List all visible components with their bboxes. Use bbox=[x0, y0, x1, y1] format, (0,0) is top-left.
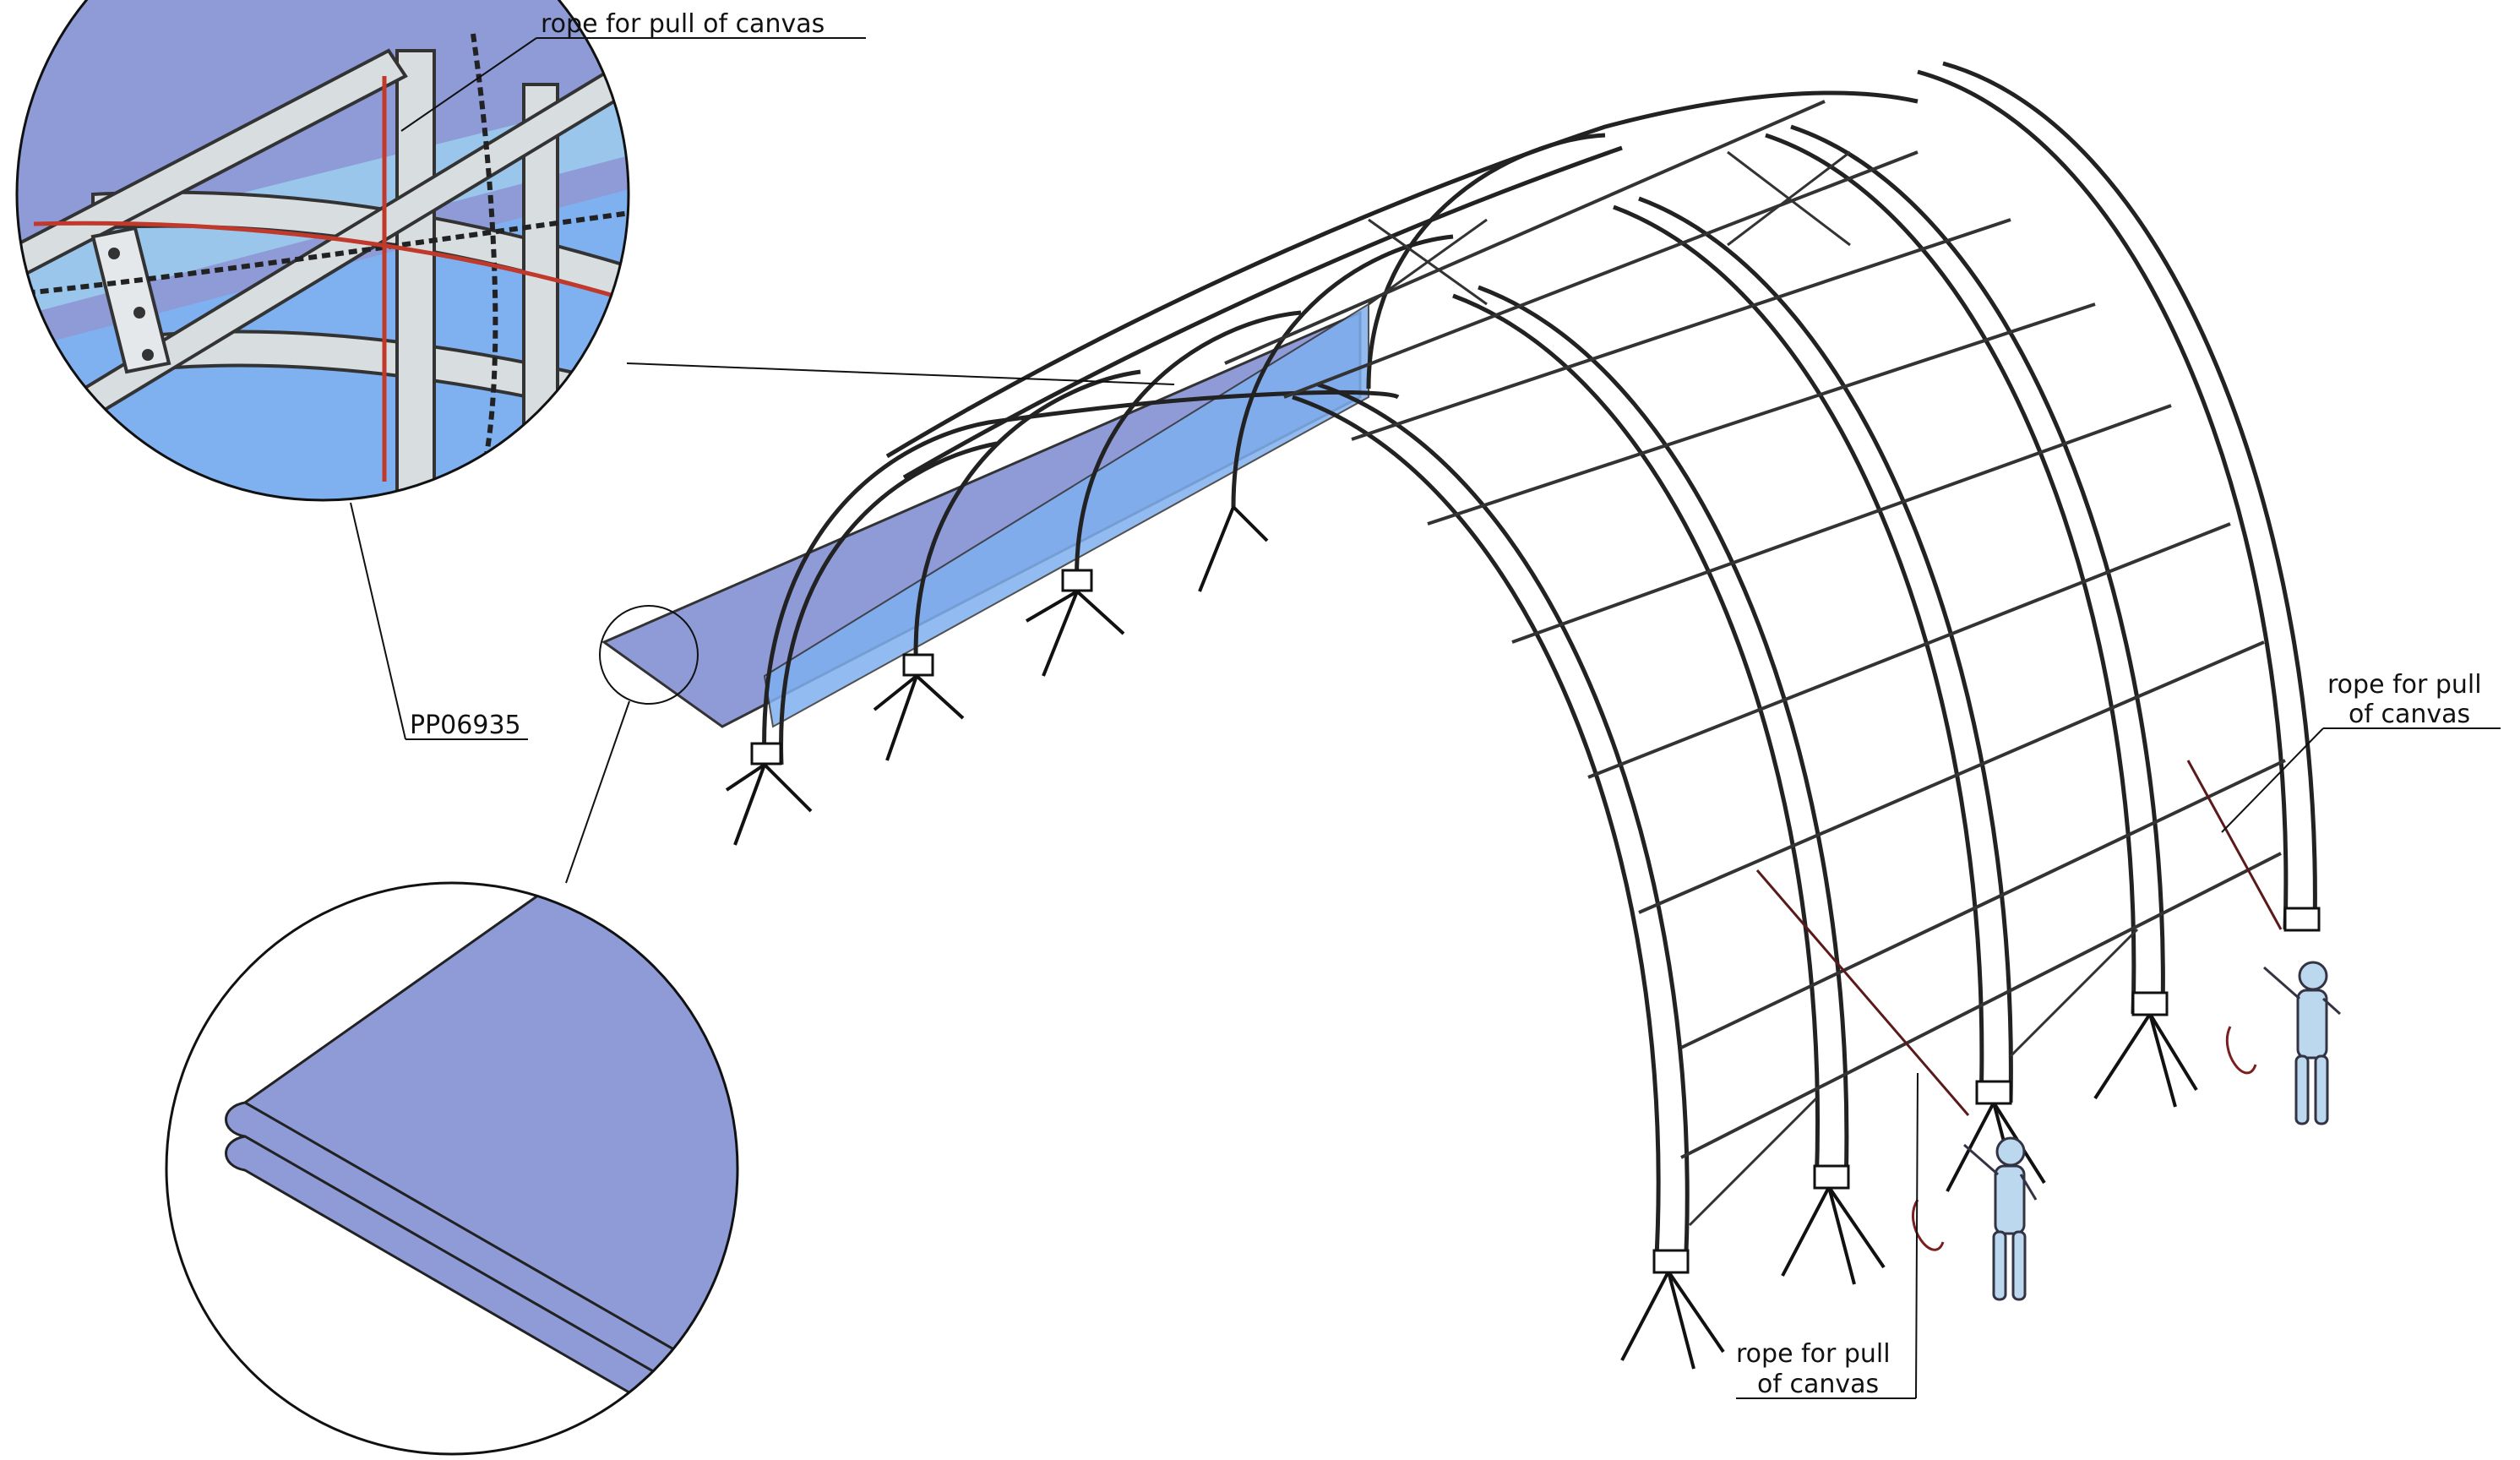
detail-view-rope-and-clip bbox=[15, 0, 630, 502]
anchor-2 bbox=[873, 674, 965, 761]
callout-part-code: PP06935 bbox=[350, 502, 528, 740]
callout-rope-right: rope for pull of canvas bbox=[2221, 670, 2501, 833]
rope-right-line1: rope for pull bbox=[2327, 670, 2482, 700]
back-wall-canvas bbox=[763, 302, 1369, 728]
rope-bottom-line2: of canvas bbox=[1757, 1370, 1879, 1399]
tent-frame bbox=[601, 61, 2321, 1370]
anchor-1 bbox=[725, 763, 813, 846]
rope-bottom-line1: rope for pull bbox=[1736, 1339, 1891, 1369]
pull-ropes bbox=[1755, 760, 2283, 1116]
anchor-6 bbox=[1781, 1185, 1886, 1285]
callout-rope-top: rope for pull of canvas bbox=[400, 9, 866, 132]
rope-top-label: rope for pull of canvas bbox=[541, 9, 825, 39]
callout-rope-bottom: rope for pull of canvas bbox=[1736, 1072, 1919, 1399]
detail-connector-top bbox=[626, 362, 1175, 385]
detail-view-folded-canvas bbox=[165, 881, 739, 1456]
base-plates bbox=[750, 569, 2321, 1274]
rope-right-line2: of canvas bbox=[2349, 700, 2470, 729]
anchor-5 bbox=[1620, 1270, 1725, 1370]
anchor-3 bbox=[1025, 590, 1125, 677]
detail-connector-bottom bbox=[565, 700, 630, 884]
purlins bbox=[1224, 100, 2286, 1159]
worker-figure-1 bbox=[1912, 1136, 2038, 1301]
part-code-label: PP06935 bbox=[410, 711, 521, 740]
red-pull-rope bbox=[33, 221, 629, 307]
detail-reference-circle bbox=[599, 605, 699, 705]
anchor-4 bbox=[1198, 505, 1269, 592]
worker-figure-2 bbox=[2225, 961, 2342, 1125]
cross-bracing bbox=[1368, 150, 2139, 1227]
anchor-8 bbox=[2093, 1012, 2198, 1108]
arches bbox=[762, 61, 2317, 1272]
